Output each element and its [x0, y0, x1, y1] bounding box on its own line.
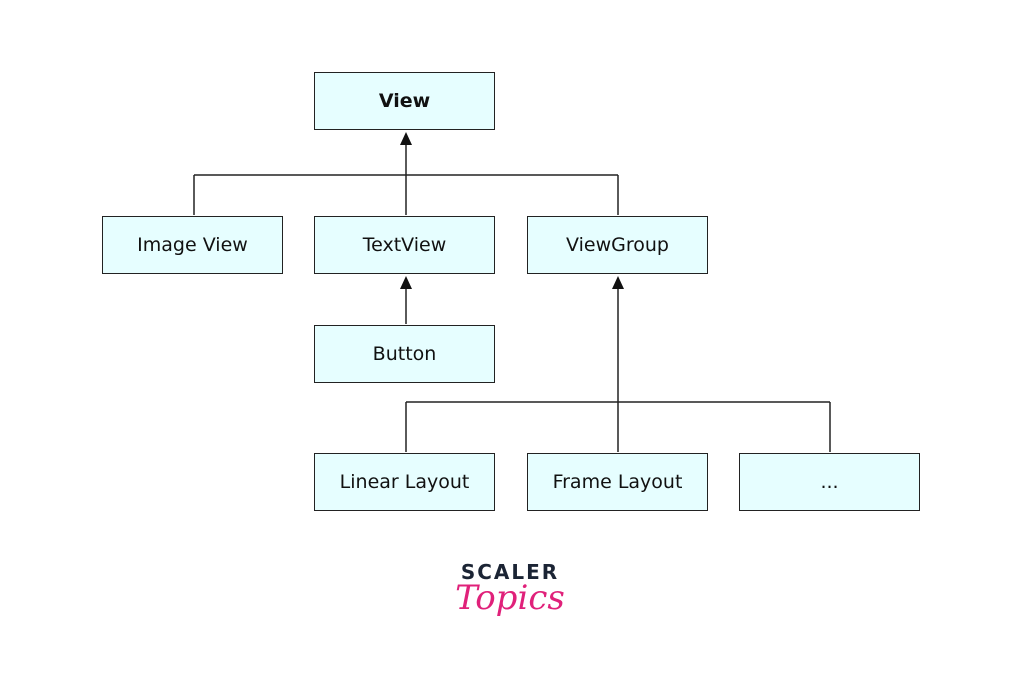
node-more: ... [739, 453, 920, 511]
node-view-group: ViewGroup [527, 216, 708, 274]
node-image-view: Image View [102, 216, 283, 274]
node-view: View [314, 72, 495, 130]
arrowhead-textview [400, 276, 412, 289]
node-linear-layout: Linear Layout [314, 453, 495, 511]
node-text-view: TextView [314, 216, 495, 274]
arrowhead-view [400, 132, 412, 145]
scaler-topics-logo: SCALER Topics [440, 560, 580, 618]
node-frame-layout: Frame Layout [527, 453, 708, 511]
arrowhead-viewgroup [612, 276, 624, 289]
logo-scaler-text: SCALER [460, 560, 560, 584]
logo-topics-text: Topics [455, 578, 565, 618]
node-button: Button [314, 325, 495, 383]
